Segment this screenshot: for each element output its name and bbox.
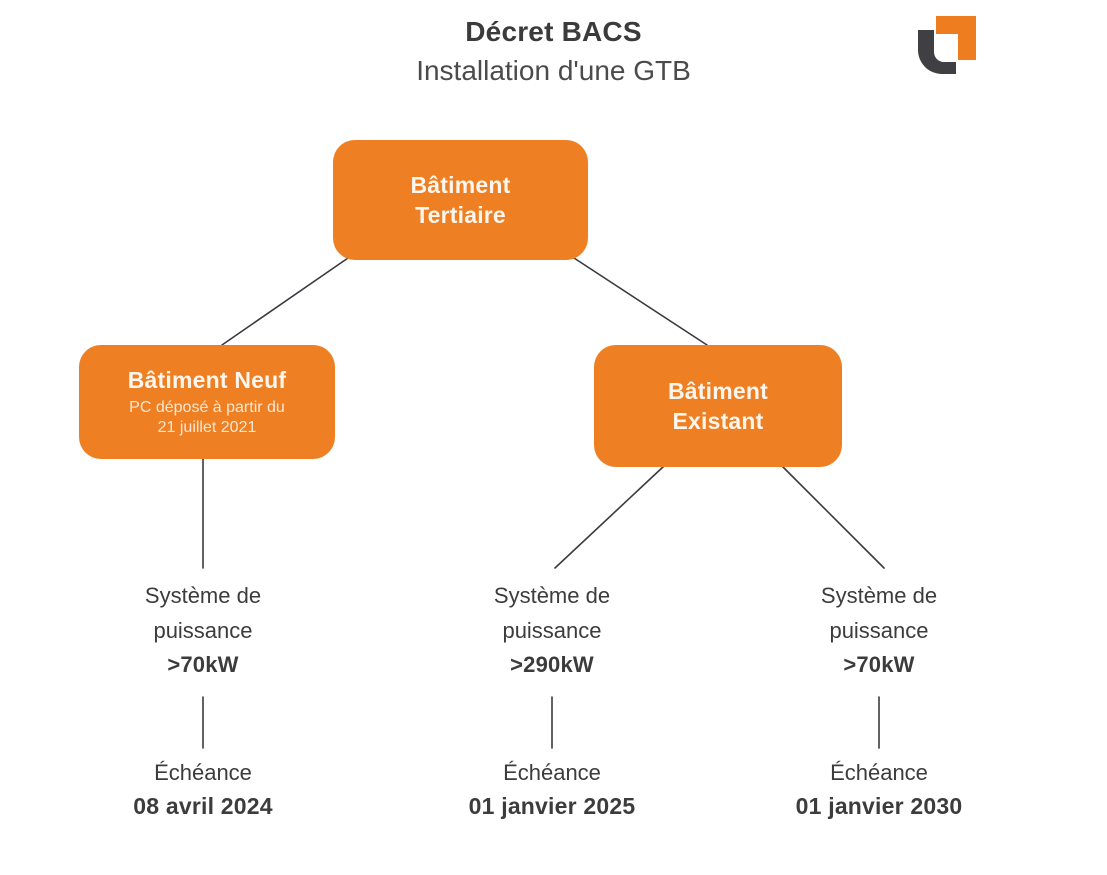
node-batiment-tertiaire[interactable]: Bâtiment Tertiaire [333, 140, 588, 260]
connector-existing-to-leaf2 [554, 465, 665, 569]
company-logo [908, 12, 980, 78]
node-title: Bâtiment Neuf [127, 367, 287, 394]
node-title-line2: Tertiaire [415, 202, 506, 228]
deadline-existing-290kw: Échéance 01 janvier 2025 [422, 756, 682, 824]
power-value: >290kW [510, 652, 594, 678]
page-header: Décret BACS Installation d'une GTB [0, 14, 1107, 89]
power-line-2: puissance [829, 618, 929, 644]
deadline-label: Échéance [503, 760, 601, 785]
connector-existing-to-leaf3 [781, 465, 885, 569]
connector-root-to-new [221, 257, 349, 346]
deadline-existing-70kw: Échéance 01 janvier 2030 [749, 756, 1009, 824]
logo-orange-shape [936, 16, 976, 60]
deadline-label: Échéance [830, 760, 928, 785]
leaf-power-new-70kw: Système de puissance >70kW [83, 578, 323, 682]
power-line-1: Système de [493, 583, 611, 608]
node-batiment-existant[interactable]: Bâtiment Existant [594, 345, 842, 467]
power-line-1: Système de [144, 583, 262, 608]
node-title-line2: Existant [672, 408, 764, 434]
logo-grey-hook-shape [918, 30, 956, 74]
node-subtitle-line2: 21 juillet 2021 [157, 419, 257, 437]
power-line-1: Système de [820, 583, 938, 608]
leaf-power-existing-290kw: Système de puissance >290kW [432, 578, 672, 682]
power-line-2: puissance [153, 618, 253, 644]
node-subtitle-line1: PC déposé à partir du [129, 398, 285, 416]
deadline-label: Échéance [154, 760, 252, 785]
leaf-power-existing-70kw: Système de puissance >70kW [759, 578, 999, 682]
connector-root-to-existing [573, 257, 708, 346]
deadline-date: 01 janvier 2030 [795, 793, 963, 819]
power-value: >70kW [843, 652, 915, 678]
deadline-new-70kw: Échéance 08 avril 2024 [73, 756, 333, 824]
deadline-date: 01 janvier 2025 [468, 793, 636, 819]
page-subtitle: Installation d'une GTB [416, 55, 691, 86]
logo-icon [918, 16, 976, 74]
node-title-line1: Bâtiment [410, 171, 511, 198]
page-title: Décret BACS [465, 16, 642, 47]
node-batiment-neuf[interactable]: Bâtiment Neuf PC déposé à partir du 21 j… [79, 345, 335, 459]
power-line-2: puissance [502, 618, 602, 644]
deadline-date: 08 avril 2024 [133, 793, 273, 819]
node-title-line1: Bâtiment [667, 377, 768, 404]
power-value: >70kW [167, 652, 239, 678]
